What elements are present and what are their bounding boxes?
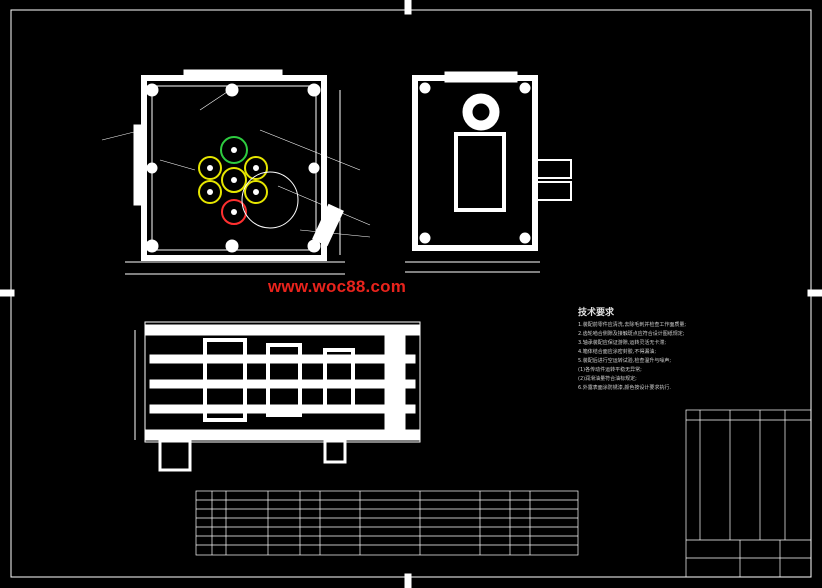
requirement-line: 1.装配前零件应清洗,去除毛刺并检查工作面质量; xyxy=(578,322,687,328)
watermark-text: www.woc88.com xyxy=(268,277,407,296)
gear-left-lower xyxy=(198,180,222,204)
gear-center xyxy=(221,167,247,193)
technical-requirements-title: 技术要求 xyxy=(578,308,615,318)
gear-train xyxy=(198,136,299,229)
front-view xyxy=(125,69,345,275)
side-view xyxy=(405,71,572,273)
requirement-line: (2)润滑油量符合油标规定; xyxy=(578,376,637,382)
gear-right-upper xyxy=(244,156,268,180)
technical-requirements: 技术要求 1.装配前零件应清洗,去除毛刺并检查工作面质量; 2.齿轮啮合侧隙及接… xyxy=(578,305,728,393)
requirement-line: 6.外露表面涂防锈漆,颜色按设计要求执行. xyxy=(578,385,671,391)
requirement-line: 5.装配后进行空运转试验,检查温升与噪声; xyxy=(578,358,672,364)
gear-top xyxy=(220,136,248,164)
requirement-line: 2.齿轮啮合侧隙及接触斑点应符合设计图纸规定; xyxy=(578,331,685,337)
front-view-leaders xyxy=(101,89,371,238)
parts-table xyxy=(195,490,579,556)
gear-bottom xyxy=(221,199,247,225)
drawing-frame xyxy=(10,9,812,578)
gear-left-upper xyxy=(198,156,222,180)
gear-right-lower xyxy=(244,180,268,204)
title-block xyxy=(685,409,812,578)
requirement-line: 3.轴承装配应保证游隙,运转灵活无卡滞; xyxy=(578,340,667,346)
section-view xyxy=(134,321,421,472)
requirement-line: (1)各传动件运转平稳无异常; xyxy=(578,367,642,373)
requirement-line: 4.箱体结合面应涂密封胶,不得漏油; xyxy=(578,349,657,355)
